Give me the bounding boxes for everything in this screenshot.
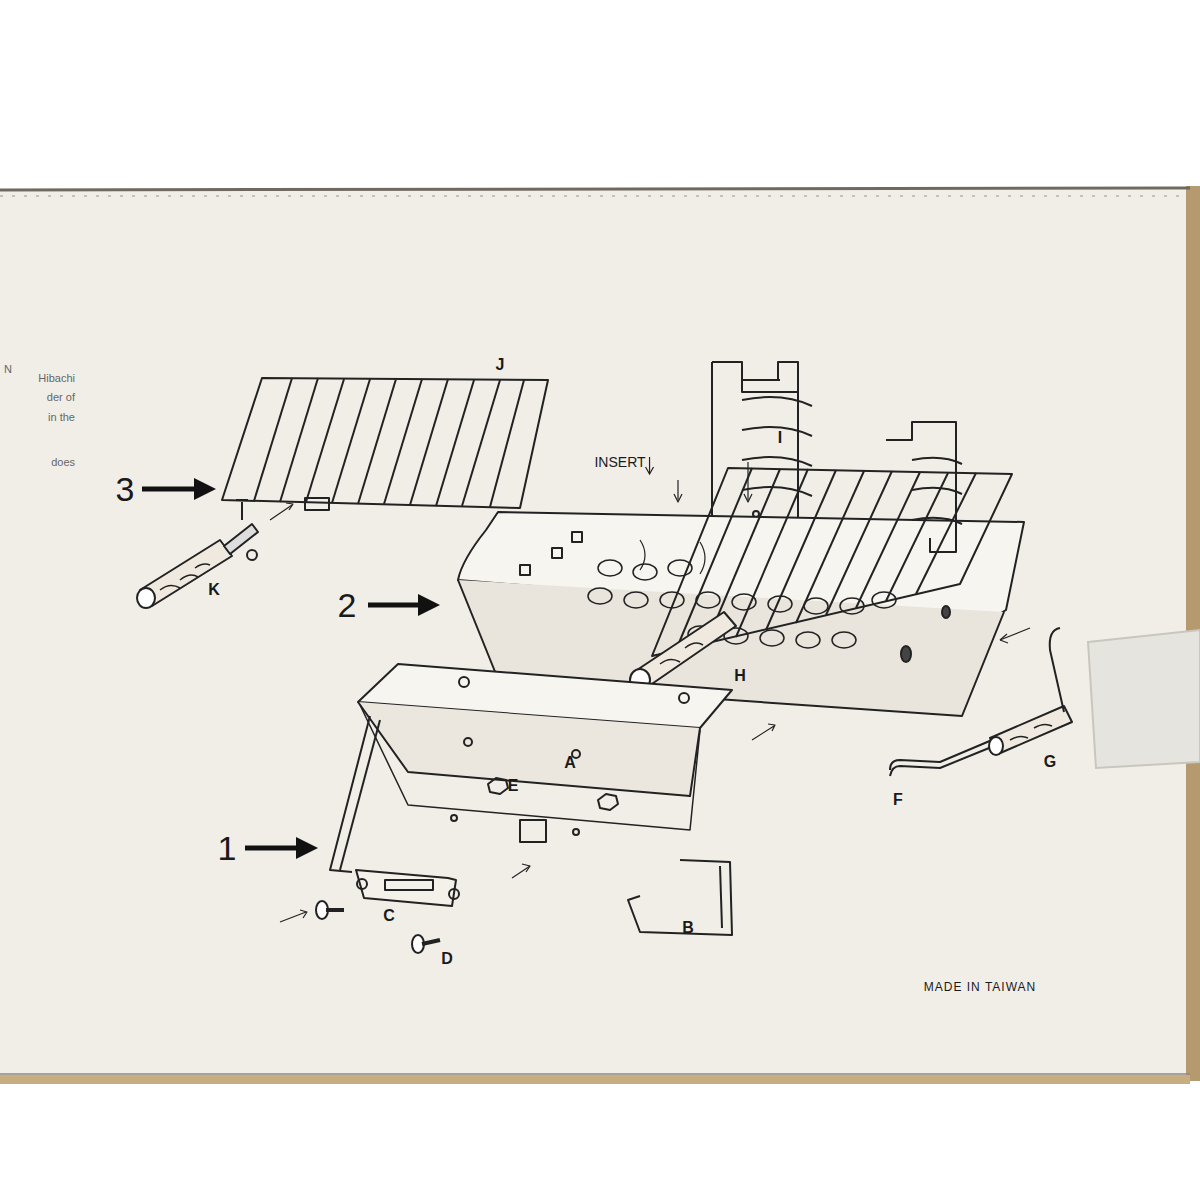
note-fragment: in the [48, 412, 75, 423]
made-in-note: MADE IN TAIWAN [924, 981, 1036, 993]
callout-number: 2 [338, 588, 357, 622]
part-letter: J [496, 357, 505, 373]
tray-a [358, 664, 732, 842]
insert-arrow [646, 467, 654, 474]
box-face [0, 190, 1186, 1078]
part-letter: F [893, 792, 903, 808]
note-fragment: N [4, 364, 12, 375]
callout-number: 1 [218, 831, 237, 865]
tape [1088, 630, 1200, 768]
insert-arrow [649, 457, 650, 473]
callout-arrows [142, 478, 440, 859]
part-letter: G [1044, 754, 1056, 770]
part-letter: D [441, 951, 453, 967]
part-letter: K [208, 582, 220, 598]
part-letter: B [682, 920, 694, 936]
callout-number: 3 [116, 472, 135, 506]
note-fragment: does [51, 457, 75, 468]
handle-k [137, 500, 293, 608]
poker-fg [890, 628, 1072, 776]
grate-j [222, 378, 548, 510]
grate-on-tray [630, 422, 1012, 691]
part-letter: I [778, 430, 782, 446]
insert-note: INSERT [594, 455, 645, 469]
plate-c [356, 870, 459, 906]
screws-d [280, 901, 440, 953]
note-fragment: der of [47, 392, 75, 403]
part-letter: E [508, 778, 519, 794]
note-fragment: Hibachi [38, 373, 75, 384]
part-letter: H [734, 668, 746, 684]
legs-b [330, 716, 732, 935]
part-letter: A [564, 755, 576, 771]
part-letter: C [383, 908, 395, 924]
